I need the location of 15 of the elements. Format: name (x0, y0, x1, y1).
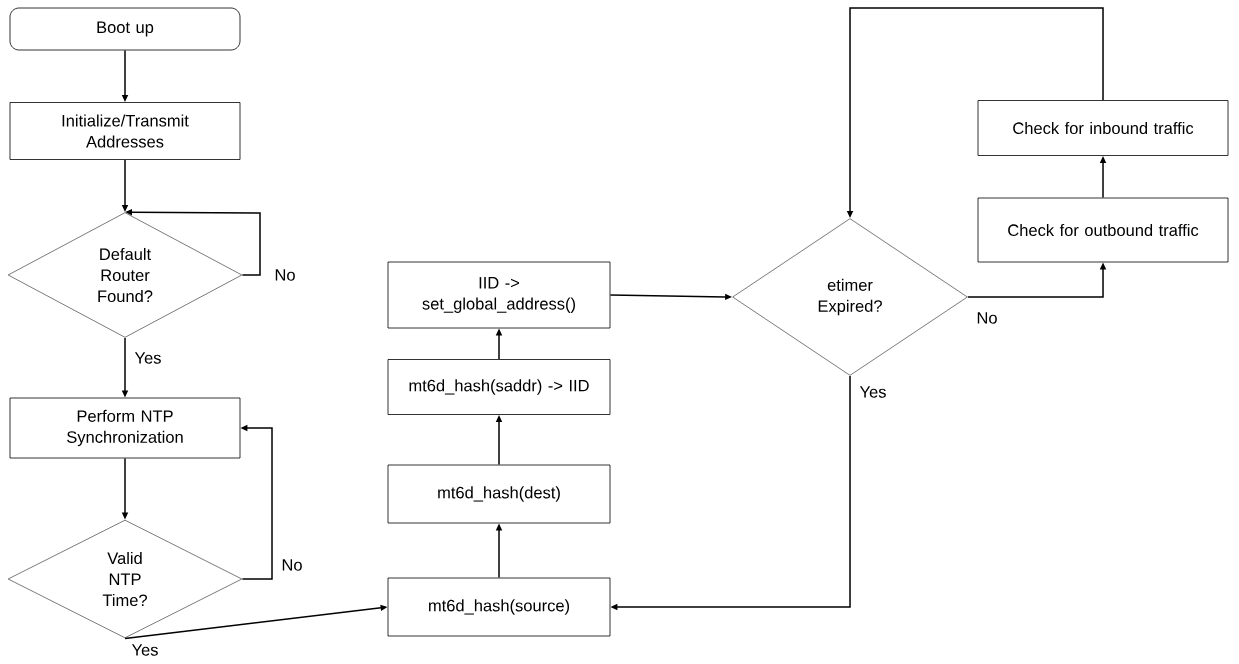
edge-label: No (280, 558, 304, 572)
edge-label: No (975, 311, 999, 325)
process-box: Initialize/Transmit Addresses (9, 102, 241, 160)
process-box: Perform NTP Synchronization (9, 397, 241, 459)
process-box: Check for inbound traffic (977, 100, 1229, 156)
edge-label: No (273, 268, 297, 282)
process-box: mt6d_hash(saddr) -> IID (387, 359, 611, 415)
edge-label: Yes (858, 385, 888, 399)
process-box: mt6d_hash(source) (387, 577, 611, 637)
edge-label: Yes (130, 643, 160, 657)
process-box: mt6d_hash(dest) (387, 464, 611, 524)
terminal-box: Boot up (9, 7, 241, 51)
process-box: IID -> set_global_address() (387, 261, 611, 329)
edge-label: Yes (133, 351, 163, 365)
process-box: Check for outbound traffic (977, 197, 1229, 263)
